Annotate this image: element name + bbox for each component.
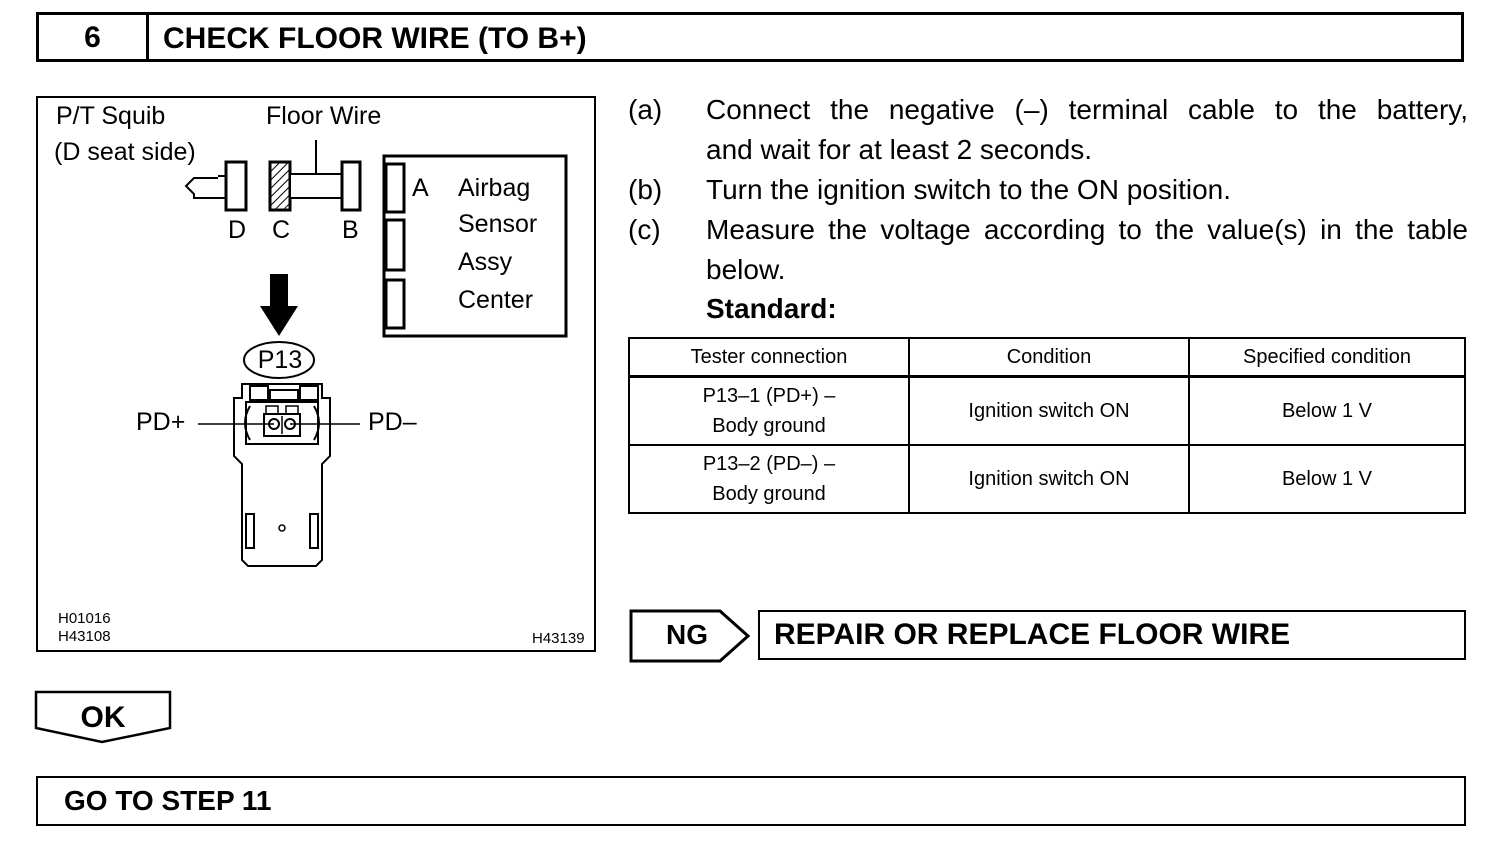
pin-pd-minus-label: PD– bbox=[368, 408, 417, 436]
pin-label-b: B bbox=[342, 216, 359, 244]
ok-label: OK bbox=[80, 701, 126, 734]
step-b-letter: (b) bbox=[628, 174, 663, 205]
sensor-label-line3: Assy bbox=[458, 248, 513, 276]
column-header: Condition bbox=[908, 337, 1190, 378]
p13-connector bbox=[198, 383, 360, 567]
goto-text: GO TO STEP 11 bbox=[64, 785, 272, 816]
step-a-letter: (a) bbox=[628, 94, 663, 125]
pin-pd-plus-label: PD+ bbox=[136, 408, 186, 436]
wiring-figure: P/T Squib (D seat side) Floor Wire D C B… bbox=[36, 96, 596, 652]
sensor-label-line4: Center bbox=[458, 286, 534, 314]
sensor-label-line1: Airbag bbox=[458, 174, 531, 202]
column-header: Specified condition bbox=[1188, 337, 1466, 378]
ng-action-text: REPAIR OR REPLACE FLOOR WIRE bbox=[774, 618, 1291, 651]
squib-label-line1: P/T Squib bbox=[56, 102, 166, 130]
table-header-row: Tester connection Condition Specified co… bbox=[628, 337, 1466, 378]
figure-code-1: H01016 bbox=[58, 610, 111, 627]
pin-label-c: C bbox=[272, 216, 291, 244]
pin-label-d: D bbox=[228, 216, 247, 244]
step-number: 6 bbox=[39, 15, 149, 59]
column-header: Tester connection bbox=[628, 337, 910, 378]
step-title: CHECK FLOOR WIRE (TO B+) bbox=[163, 22, 587, 55]
table-cell-condition: Ignition switch ON bbox=[908, 375, 1190, 446]
connector-diagram bbox=[184, 140, 568, 567]
ng-label: NG bbox=[666, 619, 708, 650]
step-b-text: Turn the ignition switch to the ON posit… bbox=[706, 174, 1231, 205]
airbag-sensor-box bbox=[382, 154, 568, 338]
connection-line2: Body ground bbox=[712, 415, 826, 437]
step-c-text-line1: Measure the voltage according to the val… bbox=[706, 214, 1468, 245]
figure-code-2: H43108 bbox=[58, 628, 111, 645]
table-row: P13–2 (PD–) – Body ground Ignition switc… bbox=[628, 444, 1466, 514]
step-a-text-line1: Connect the negative (–) terminal cable … bbox=[706, 94, 1468, 125]
table-cell-condition: Ignition switch ON bbox=[908, 444, 1190, 514]
squib-label-line2: (D seat side) bbox=[54, 138, 196, 166]
connection-line2: Body ground bbox=[712, 483, 826, 505]
floor-wire-label: Floor Wire bbox=[266, 102, 382, 130]
down-arrow-icon bbox=[260, 274, 298, 336]
connector-id-label: P13 bbox=[257, 346, 303, 374]
figure-code-3: H43139 bbox=[532, 630, 585, 647]
spec-table: Tester connection Condition Specified co… bbox=[628, 337, 1466, 514]
ng-action-box: REPAIR OR REPLACE FLOOR WIRE bbox=[758, 610, 1466, 660]
step-c-letter: (c) bbox=[628, 214, 661, 245]
ok-arrow-icon bbox=[34, 690, 172, 744]
table-row: P13–1 (PD+) – Body ground Ignition switc… bbox=[628, 375, 1466, 446]
step-c-text-line2: below. bbox=[706, 254, 786, 285]
connection-line1: P13–1 (PD+) – bbox=[702, 385, 836, 407]
goto-box: GO TO STEP 11 bbox=[36, 776, 1466, 826]
table-cell-connection: P13–2 (PD–) – Body ground bbox=[628, 444, 910, 514]
step-a-text-line2: and wait for at least 2 seconds. bbox=[706, 134, 1092, 165]
connector-id-badge bbox=[243, 341, 315, 379]
table-cell-spec: Below 1 V bbox=[1188, 375, 1466, 446]
ng-arrow-icon bbox=[629, 609, 751, 663]
sensor-label-line2: Sensor bbox=[458, 210, 538, 238]
connection-line1: P13–2 (PD–) – bbox=[702, 453, 836, 475]
standard-label: Standard: bbox=[706, 293, 837, 324]
step-header: 6 CHECK FLOOR WIRE (TO B+) bbox=[36, 12, 1464, 62]
table-cell-connection: P13–1 (PD+) – Body ground bbox=[628, 375, 910, 446]
pin-label-a: A bbox=[412, 174, 429, 202]
floor-wire-harness bbox=[268, 140, 362, 212]
squib-connector-d bbox=[184, 160, 248, 212]
table-cell-spec: Below 1 V bbox=[1188, 444, 1466, 514]
